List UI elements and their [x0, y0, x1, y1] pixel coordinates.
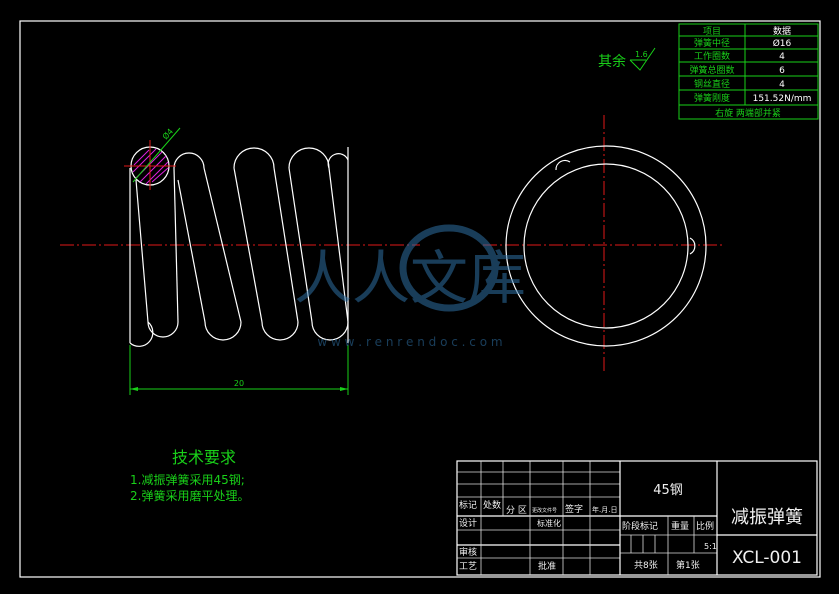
spec-footer: 右旋 两端部并紧 — [715, 107, 781, 119]
spec-row-value: 4 — [779, 52, 785, 62]
tech-requirement-item: 1.减振弹簧采用45钢; — [130, 472, 245, 487]
title-block-sheet-no: 第1张 — [676, 559, 700, 571]
spec-row-label: 弹簧刚度 — [694, 92, 730, 104]
spec-row-label: 工作圈数 — [694, 50, 730, 62]
title-block-process: 工艺 — [459, 561, 477, 572]
spec-row-label: 弹簧总圈数 — [689, 64, 734, 76]
title-block-zone: 分 区 — [506, 505, 527, 516]
roughness-symbol: 其余 1.6 — [598, 47, 656, 71]
title-block-stage-mark: 阶段标记 — [622, 520, 658, 532]
dimension-length: 20 — [234, 379, 244, 388]
watermark-url: w w w . r e n r e n d o c . c o m — [317, 335, 502, 349]
title-block-part-name: 减振弹簧 — [731, 507, 803, 528]
roughness-label: 其余 — [598, 53, 626, 70]
title-block-count: 处数 — [483, 499, 501, 511]
title-block-mark: 标记 — [459, 499, 477, 511]
tech-requirement-item: 2.弹簧采用磨平处理。 — [130, 488, 249, 503]
title-block-total-sheets: 共8张 — [634, 560, 658, 571]
spec-table: 项目 数据 弹簧中径 Ø16 工作圈数 4 弹簧总圈数 6 钢丝直径 4 弹簧刚… — [678, 23, 819, 120]
watermark: 人人文库 w w w . r e n r e n d o c . c o m — [294, 224, 526, 349]
spring-front-view: Ø4 20 — [60, 126, 420, 395]
spring-end-view — [483, 115, 725, 372]
title-block-sign: 签字 — [565, 503, 583, 515]
spec-row-label: 钢丝直径 — [694, 78, 730, 90]
title-block-drawing-no: XCL-001 — [732, 548, 802, 568]
spec-row-value: 6 — [779, 66, 785, 76]
title-block-design: 设计 — [459, 517, 477, 529]
title-block-date: 年.月.日 — [592, 505, 617, 514]
drawing-border — [19, 20, 821, 578]
spec-row-label: 弹簧中径 — [694, 37, 730, 49]
tech-requirements: 技术要求 1.减振弹簧采用45钢; 2.弹簧采用磨平处理。 — [130, 448, 249, 503]
title-block: 标记 处数 分 区 更改文件号 签字 年.月.日 设计 标准化 审核 工艺 批准… — [456, 460, 818, 576]
spec-header-value: 数据 — [773, 25, 791, 37]
spec-header-item: 项目 — [703, 26, 721, 37]
roughness-value: 1.6 — [635, 50, 648, 59]
title-block-standardize: 标准化 — [537, 518, 561, 528]
tech-requirements-title: 技术要求 — [172, 448, 236, 467]
title-block-review: 审核 — [459, 546, 477, 558]
spec-row-value: 4 — [779, 80, 785, 90]
title-block-approve: 批准 — [538, 560, 556, 572]
title-block-weight: 重量 — [671, 520, 689, 532]
title-block-change-doc: 更改文件号 — [532, 507, 557, 514]
spec-row-value: Ø16 — [773, 38, 792, 49]
spec-row-value: 151.52N/mm — [753, 94, 812, 104]
dimension-wire-diameter: Ø4 — [160, 126, 175, 141]
title-block-material: 45钢 — [653, 483, 683, 498]
title-block-scale-label: 比例 — [696, 520, 714, 532]
title-block-scale: 5:1 — [704, 542, 717, 551]
watermark-text: 人人文库 — [294, 244, 526, 312]
